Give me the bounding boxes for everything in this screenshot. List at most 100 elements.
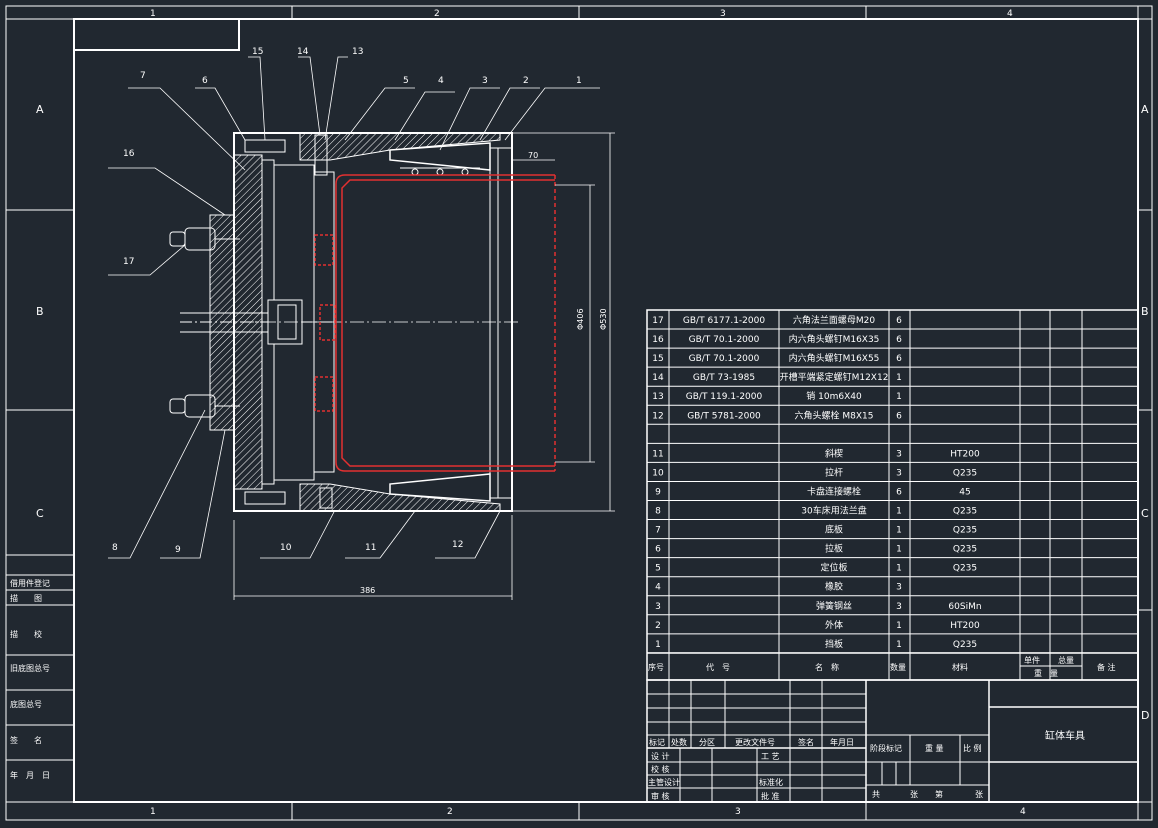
bom-header-code: 代 号	[706, 662, 730, 672]
stage-mark: 阶段标记	[870, 743, 902, 753]
row-label-right-a: A	[1141, 103, 1149, 116]
bom-cell-mat: HT200	[950, 449, 980, 459]
part-label-13: 13	[352, 47, 363, 57]
bom-cell-mat: 45	[959, 487, 970, 497]
bom-cell-mat: Q235	[953, 545, 977, 555]
bom-cell-name: 开槽平端紧定螺钉M12X12	[780, 371, 889, 383]
col-label-top-4: 4	[1007, 9, 1013, 19]
bom-cell-no: 9	[655, 487, 661, 497]
weight-label: 重 量	[925, 743, 944, 753]
strip-base-no: 底图总号	[10, 699, 42, 709]
bom-cell-name: 外体	[825, 619, 843, 631]
bom-cell-qty: 1	[896, 564, 902, 574]
part-label-10: 10	[280, 543, 292, 553]
bom-cell-name: 斜楔	[825, 447, 843, 459]
bom-cell-no: 16	[652, 335, 664, 345]
part-label-7: 7	[140, 71, 146, 81]
part-label-8: 8	[112, 543, 118, 553]
bom-cell-qty: 1	[896, 526, 902, 536]
rev-mark: 标记	[649, 737, 665, 747]
role-process: 工 艺	[761, 752, 780, 761]
part-label-12: 12	[452, 540, 463, 550]
role-standard: 标准化	[759, 777, 783, 787]
role-approve: 批 准	[761, 791, 780, 801]
bom-table	[646, 309, 1139, 681]
strip-check: 描 校	[10, 629, 42, 639]
sheet-total: 共	[872, 790, 880, 799]
bom-header-weight: 重 量	[1034, 668, 1058, 678]
strip-trace: 描 图	[10, 593, 42, 603]
col-label-bottom-2: 2	[447, 807, 453, 817]
bom-cell-code: GB/T 70.1-2000	[689, 354, 760, 364]
part-label-4: 4	[438, 76, 444, 86]
rev-date: 年月日	[830, 737, 854, 747]
bom-cell-name: 定位板	[820, 562, 847, 574]
bom-header-unit: 单件	[1024, 655, 1040, 665]
bom-cell-no: 6	[655, 545, 661, 555]
part-label-9: 9	[175, 545, 181, 555]
bom-cell-name: 六角法兰面螺母M20	[793, 314, 875, 326]
bom-cell-mat: 60SiMn	[948, 602, 981, 612]
strip-borrowed: 借用件登记	[10, 578, 50, 588]
bom-cell-no: 4	[655, 583, 661, 593]
bom-cell-qty: 3	[896, 602, 902, 612]
bom-cell-no: 12	[652, 411, 663, 421]
bom-cell-qty: 6	[896, 316, 902, 326]
role-review: 审 核	[651, 791, 670, 801]
assembly-view	[169, 132, 520, 512]
scale-label: 比 例	[963, 743, 982, 753]
bom-cell-no: 11	[652, 449, 663, 459]
bom-cell-qty: 6	[896, 354, 902, 364]
bom-cell-name: 内六角头螺钉M16X55	[789, 352, 880, 364]
bom-header-mat: 材料	[952, 662, 968, 672]
bom-cell-mat: Q235	[953, 507, 977, 517]
part-label-16: 16	[123, 149, 135, 159]
bom-cell-qty: 6	[896, 411, 902, 421]
left-strip	[5, 574, 75, 803]
bom-cell-name: 卡盘连接螺栓	[807, 485, 861, 497]
bom-cell-no: 3	[655, 602, 661, 612]
bom-cell-no: 14	[652, 373, 664, 383]
bom-cell-qty: 6	[896, 487, 902, 497]
leader-lines	[108, 56, 600, 559]
rev-count: 处数	[671, 737, 687, 747]
col-label-bottom-4: 4	[1020, 807, 1026, 817]
workpiece-outline	[314, 174, 556, 472]
bom-cell-name: 六角头螺栓 M8X15	[795, 409, 874, 421]
bom-cell-no: 17	[652, 316, 663, 326]
bom-cell-name: 内六角头螺钉M16X35	[789, 333, 880, 345]
dim-530: Φ530	[599, 308, 608, 330]
bom-cell-no: 13	[652, 392, 663, 402]
row-label-right-c: C	[1141, 507, 1149, 520]
bom-cell-no: 7	[655, 526, 661, 536]
rev-sign: 签名	[798, 737, 814, 747]
sheet-unit2: 张	[975, 790, 983, 799]
part-label-2: 2	[523, 76, 529, 86]
role-chief: 主管设计	[648, 777, 680, 787]
bom-cell-code: GB/T 73-1985	[693, 373, 755, 383]
col-label-bottom-1: 1	[150, 807, 156, 817]
part-label-3: 3	[482, 76, 488, 86]
bom-header-name: 名 称	[815, 662, 839, 672]
row-label-left-b: B	[36, 305, 44, 318]
bom-cell-name: 30车床用法兰盘	[801, 505, 866, 517]
rev-zone: 分区	[699, 738, 715, 747]
bom-cell-qty: 3	[896, 583, 902, 593]
code-box	[73, 18, 240, 51]
bom-cell-mat: Q235	[953, 468, 977, 478]
row-label-left-c: C	[36, 507, 44, 520]
bom-header-no: 序号	[648, 662, 664, 672]
bom-cell-mat: Q235	[953, 564, 977, 574]
bom-cell-name: 拉杆	[825, 466, 843, 478]
col-label-bottom-3: 3	[735, 807, 741, 817]
bom-cell-qty: 3	[896, 449, 902, 459]
strip-date: 年 月 日	[10, 770, 50, 780]
bom-header-qty: 数量	[890, 662, 906, 672]
col-label-top-2: 2	[434, 9, 440, 19]
bom-cell-qty: 6	[896, 335, 902, 345]
col-label-top-1: 1	[150, 9, 156, 19]
row-label-right-b: B	[1141, 305, 1149, 318]
bom-cell-qty: 1	[896, 640, 902, 650]
